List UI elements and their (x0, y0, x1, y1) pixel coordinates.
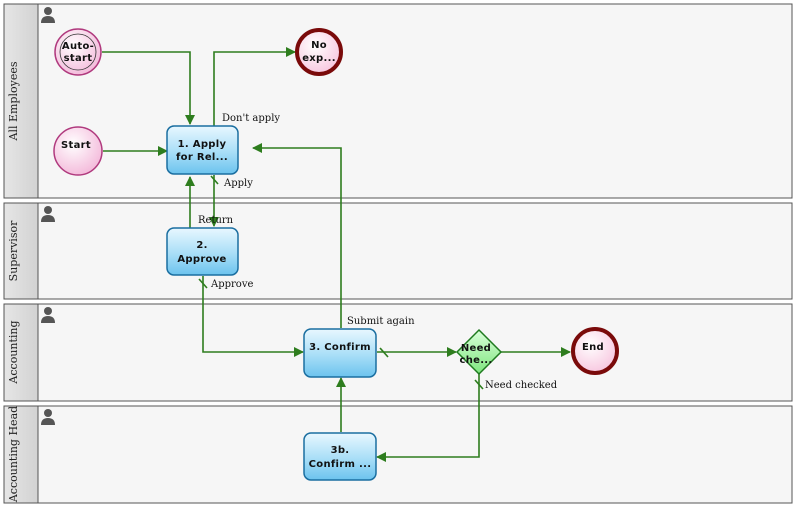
end-event[interactable]: End (571, 327, 619, 375)
task-approve[interactable]: 2. Approve (166, 227, 239, 276)
end-label: End (582, 342, 604, 353)
flow-submit-again[interactable] (252, 143, 342, 328)
edge-label-need-checked: Need checked (485, 380, 558, 391)
performer-icon (41, 307, 55, 323)
lane-label-accounting-head: Accounting Head (7, 406, 20, 503)
task-confirm-label: 3. Confirm (309, 342, 371, 353)
no-exp-end-event[interactable]: No exp... (295, 28, 343, 76)
task-approve-label-line1: 2. (196, 240, 207, 251)
gateway-need-checked[interactable]: Need che... (455, 328, 503, 376)
start-label: Start (61, 140, 91, 151)
task-apply-label-line2: for Rel... (176, 152, 228, 163)
auto-start-event[interactable]: Auto- start (54, 28, 102, 76)
flows (102, 47, 571, 462)
task-confirm-b-label-line2: Confirm ... (309, 459, 372, 470)
lane-supervisor: Supervisor (3, 202, 793, 300)
performer-icon (41, 409, 55, 425)
auto-start-label-line1: Auto- (62, 41, 94, 52)
task-confirm-b-label-line1: 3b. (331, 445, 350, 456)
flow-need-checked[interactable] (376, 374, 480, 462)
edge-label-dont-apply: Don't apply (222, 113, 280, 124)
task-confirm-b[interactable]: 3b. Confirm ... (303, 432, 377, 481)
timer-icon (59, 33, 97, 71)
task-apply-label-line1: 1. Apply (178, 139, 227, 150)
flow-dont-apply[interactable] (213, 47, 296, 126)
flow-approve[interactable] (202, 276, 304, 357)
edge-label-apply: Apply (223, 178, 253, 189)
auto-start-label-line2: start (64, 53, 93, 64)
task-apply[interactable]: 1. Apply for Rel... (166, 125, 239, 175)
lane-accounting-head: Accounting Head (3, 405, 793, 504)
no-exp-label-line2: exp... (302, 53, 336, 64)
gateway-label-line2: che... (459, 355, 492, 366)
lane-label-all-employees: All Employees (7, 61, 20, 141)
lane-label-accounting: Accounting (7, 320, 20, 384)
performer-icon (41, 7, 55, 23)
lane-label-supervisor: Supervisor (7, 220, 20, 281)
edge-label-return: Return (198, 215, 234, 226)
task-confirm[interactable]: 3. Confirm (303, 328, 377, 378)
lane-all-employees: All Employees (3, 3, 793, 199)
task-approve-label-line2: Approve (177, 254, 226, 265)
performer-icon (41, 206, 55, 222)
start-event[interactable]: Start (53, 126, 103, 176)
flow-autostart-to-apply[interactable] (102, 51, 195, 125)
edge-label-submit-again: Submit again (347, 316, 415, 327)
edge-label-approve: Approve (210, 279, 253, 290)
gateway-label-line1: Need (461, 343, 491, 354)
no-exp-label-line1: No (311, 40, 327, 51)
